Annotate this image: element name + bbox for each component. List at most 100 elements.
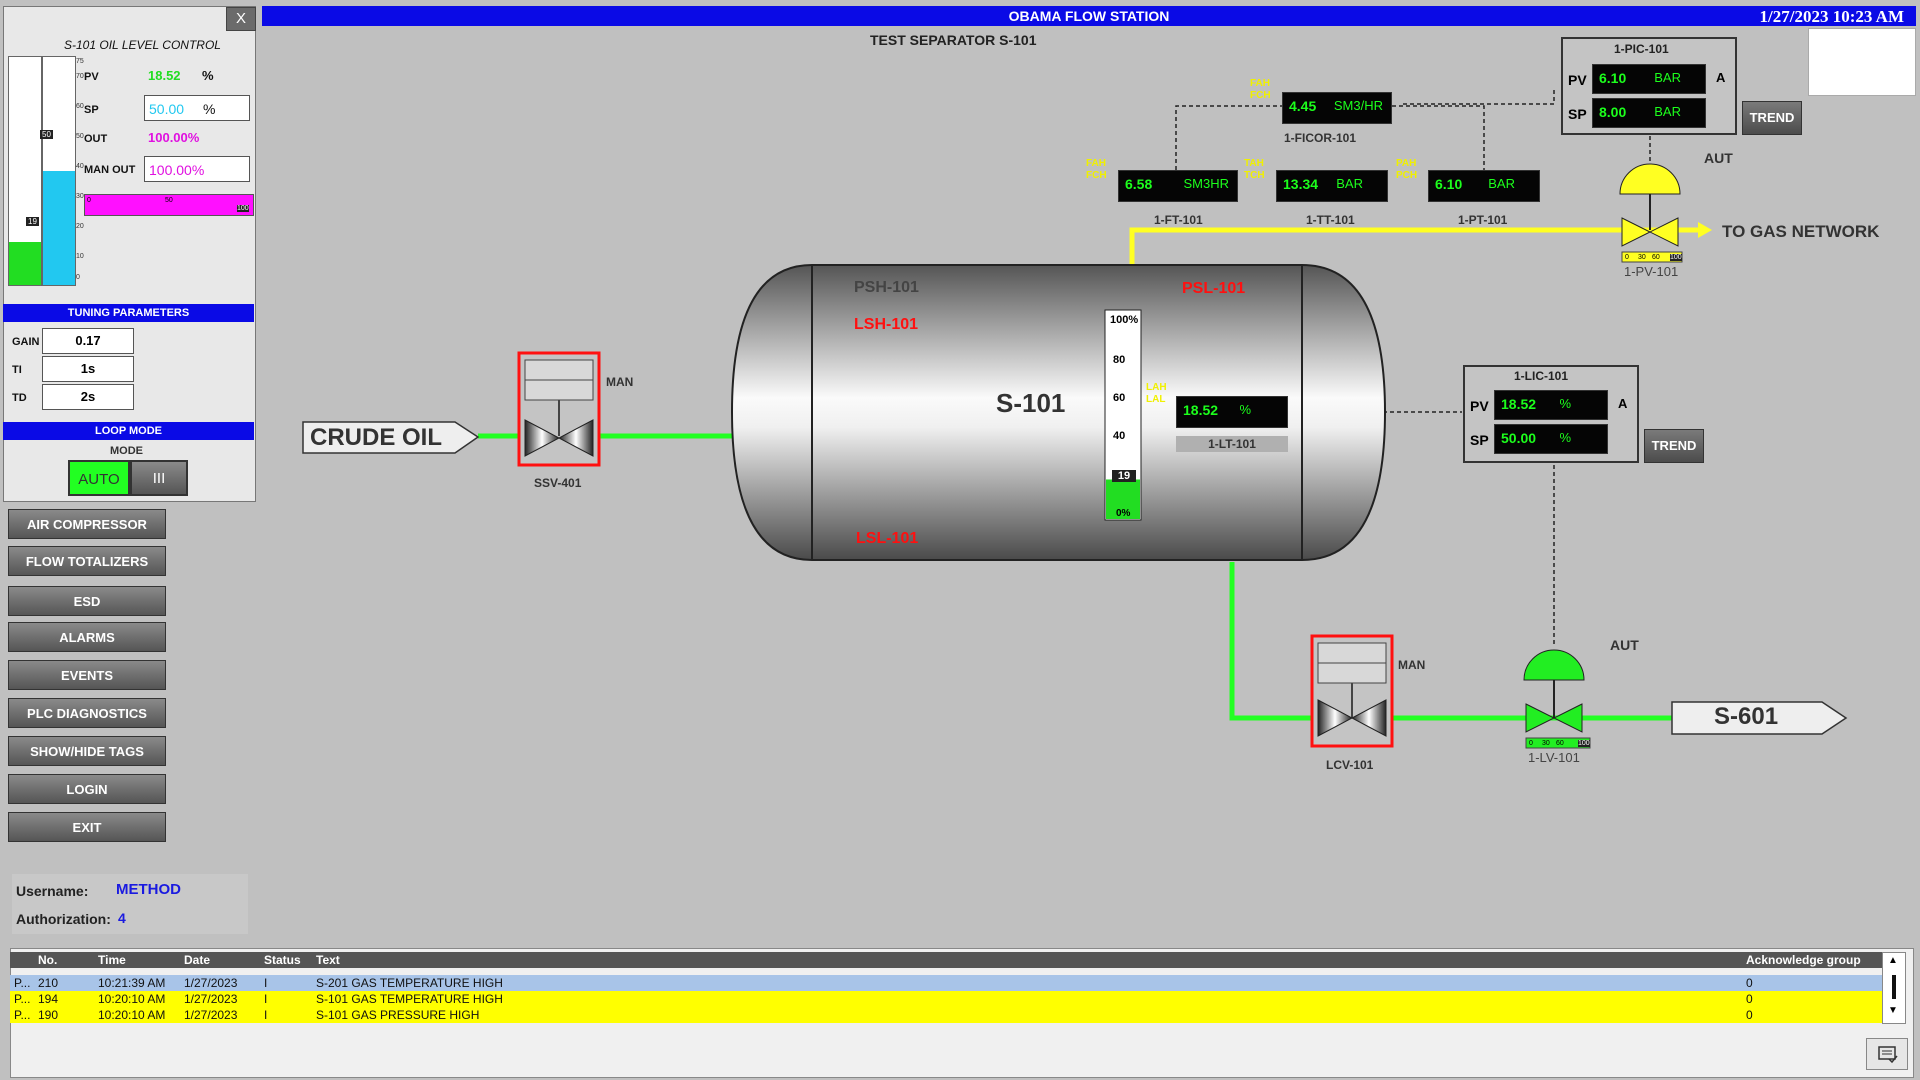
manout-input[interactable]: 100.00% <box>144 156 250 182</box>
nav-esd[interactable]: ESD <box>8 586 166 616</box>
nav-air-compressor[interactable]: AIR COMPRESSOR <box>8 509 166 539</box>
station-title: OBAMA FLOW STATION <box>1008 8 1170 24</box>
pv-scale-30: 30 <box>1638 254 1646 261</box>
nav-alarms[interactable]: ALARMS <box>8 622 166 652</box>
tick-60: 60 <box>76 103 84 110</box>
pic-trend-button[interactable]: TREND <box>1742 101 1802 135</box>
lcv-mode: MAN <box>1398 658 1426 672</box>
auto-mode-button[interactable]: AUTO <box>68 460 130 496</box>
row-prefix: P... <box>14 1008 31 1022</box>
scroll-down-icon[interactable]: ▼ <box>1888 1005 1898 1016</box>
scroll-up-icon[interactable]: ▲ <box>1888 955 1898 966</box>
col-status: Status <box>264 953 301 967</box>
gain-label: GAIN <box>12 336 40 348</box>
row-text: S-201 GAS TEMPERATURE HIGH <box>316 976 503 990</box>
ti-input[interactable]: 1s <box>42 356 134 382</box>
sp-input-unit: % <box>203 101 216 117</box>
username-label: Username: <box>16 883 89 899</box>
table-row[interactable]: P... 210 10:21:39 AM 1/27/2023 I S-201 G… <box>10 975 1882 991</box>
sp-bar-fill <box>43 171 75 285</box>
ficor101-value: 4.45 <box>1289 98 1317 114</box>
level-tick-100: 100% <box>1110 314 1139 326</box>
pt101-display: 6.10 BAR <box>1428 170 1540 202</box>
psh-switch: PSH-101 <box>854 279 919 296</box>
lic-trend-button[interactable]: TREND <box>1644 429 1704 463</box>
lic-pv-value: 18.52 <box>1501 396 1537 412</box>
ficor101-tag: 1-FICOR-101 <box>1284 131 1357 145</box>
ficor101-display: 4.45 SM3/HR <box>1282 92 1392 124</box>
pv-bar-fill <box>9 241 41 285</box>
lcv-tag: LCV-101 <box>1326 758 1374 772</box>
faceplate-title: S-101 OIL LEVEL CONTROL <box>64 38 221 52</box>
s601-label: S-601 <box>1714 703 1779 730</box>
lt101-tag: 1-LT-101 <box>1176 436 1288 452</box>
pic-pv-value: 6.10 <box>1599 70 1627 86</box>
row-no: 190 <box>38 1008 59 1022</box>
lv-scale-60: 60 <box>1556 740 1564 747</box>
pic-pv-unit: BAR <box>1654 70 1681 85</box>
row-group: 0 <box>1746 1008 1753 1022</box>
lcv-valve[interactable] <box>1310 634 1394 748</box>
pv-valve-scale: 0 30 60 100 <box>1622 254 1682 262</box>
pv-unit: % <box>202 68 214 83</box>
pv101-tag: 1-PV-101 <box>1624 264 1679 279</box>
alarm-table-header: No. Time Date Status Text Acknowledge gr… <box>10 952 1882 968</box>
ficor101-unit: SM3/HR <box>1333 98 1383 113</box>
vessel-level-gauge <box>1104 309 1142 521</box>
manual-mode-button[interactable]: III <box>130 460 188 496</box>
psl-switch: PSL-101 <box>1182 280 1246 297</box>
pic-pv-display: 6.10 BAR <box>1592 64 1706 94</box>
pic-sp-display[interactable]: 8.00 BAR <box>1592 98 1706 128</box>
scroll-thumb[interactable] <box>1892 975 1896 999</box>
ssv-valve[interactable] <box>517 351 601 467</box>
authorization-value: 4 <box>118 910 126 926</box>
table-row[interactable]: P... 194 10:20:10 AM 1/27/2023 I S-101 G… <box>10 991 1882 1007</box>
pt101-tag: 1-PT-101 <box>1458 213 1508 227</box>
out-tick-100: 100 <box>237 205 249 212</box>
pv101-control-valve[interactable] <box>1619 163 1683 263</box>
nav-login[interactable]: LOGIN <box>8 774 166 804</box>
loop-mode-header: LOOP MODE <box>3 422 254 440</box>
close-button[interactable]: X <box>226 7 256 31</box>
lv101-control-valve[interactable] <box>1523 649 1591 749</box>
nav-flow-totalizers[interactable]: FLOW TOTALIZERS <box>8 546 166 576</box>
ft101-tag: 1-FT-101 <box>1154 213 1203 227</box>
level-tick-80: 80 <box>1113 354 1126 366</box>
separator-vessel <box>730 264 1387 561</box>
nav-exit[interactable]: EXIT <box>8 812 166 842</box>
sp-label: SP <box>84 104 99 116</box>
nav-show-hide-tags[interactable]: SHOW/HIDE TAGS <box>8 736 166 766</box>
out-tick-50: 50 <box>165 197 173 204</box>
alarm-scrollbar[interactable]: ▲ ▼ <box>1882 952 1906 1024</box>
nav-events[interactable]: EVENTS <box>8 660 166 690</box>
tick-75: 75 <box>76 58 84 65</box>
pv-scale-60: 60 <box>1652 254 1660 261</box>
lv101-tag: 1-LV-101 <box>1528 750 1580 765</box>
pic-sp-unit: BAR <box>1654 104 1681 119</box>
crude-oil-label: CRUDE OIL <box>310 424 442 451</box>
row-time: 10:20:10 AM <box>98 1008 166 1022</box>
authorization-label: Authorization: <box>16 911 111 927</box>
col-text: Text <box>316 953 340 967</box>
row-status: I <box>264 1008 268 1022</box>
sp-input[interactable]: 50.00 % <box>144 95 250 121</box>
tuning-header: TUNING PARAMETERS <box>3 304 254 322</box>
manout-label: MAN OUT <box>84 164 136 176</box>
table-row[interactable]: P... 190 10:20:10 AM 1/27/2023 I S-101 G… <box>10 1007 1882 1023</box>
row-no: 194 <box>38 992 59 1006</box>
lic-sp-label: SP <box>1470 432 1489 448</box>
acknowledge-icon[interactable] <box>1866 1038 1908 1070</box>
pic101-tag: 1-PIC-101 <box>1614 42 1669 56</box>
row-date: 1/27/2023 <box>184 1008 238 1022</box>
vessel-label: S-101 <box>996 388 1066 418</box>
gain-input[interactable]: 0.17 <box>42 328 134 354</box>
ti-label: TI <box>12 364 22 376</box>
nav-plc-diagnostics[interactable]: PLC DIAGNOSTICS <box>8 698 166 728</box>
col-time: Time <box>98 953 126 967</box>
td-input[interactable]: 2s <box>42 384 134 410</box>
pv-scale-0: 0 <box>1625 254 1629 261</box>
out-label: OUT <box>84 133 108 145</box>
lt101-value: 18.52 <box>1183 402 1219 418</box>
lv-scale-0: 0 <box>1529 740 1533 747</box>
lic-sp-display[interactable]: 50.00 % <box>1494 424 1608 454</box>
